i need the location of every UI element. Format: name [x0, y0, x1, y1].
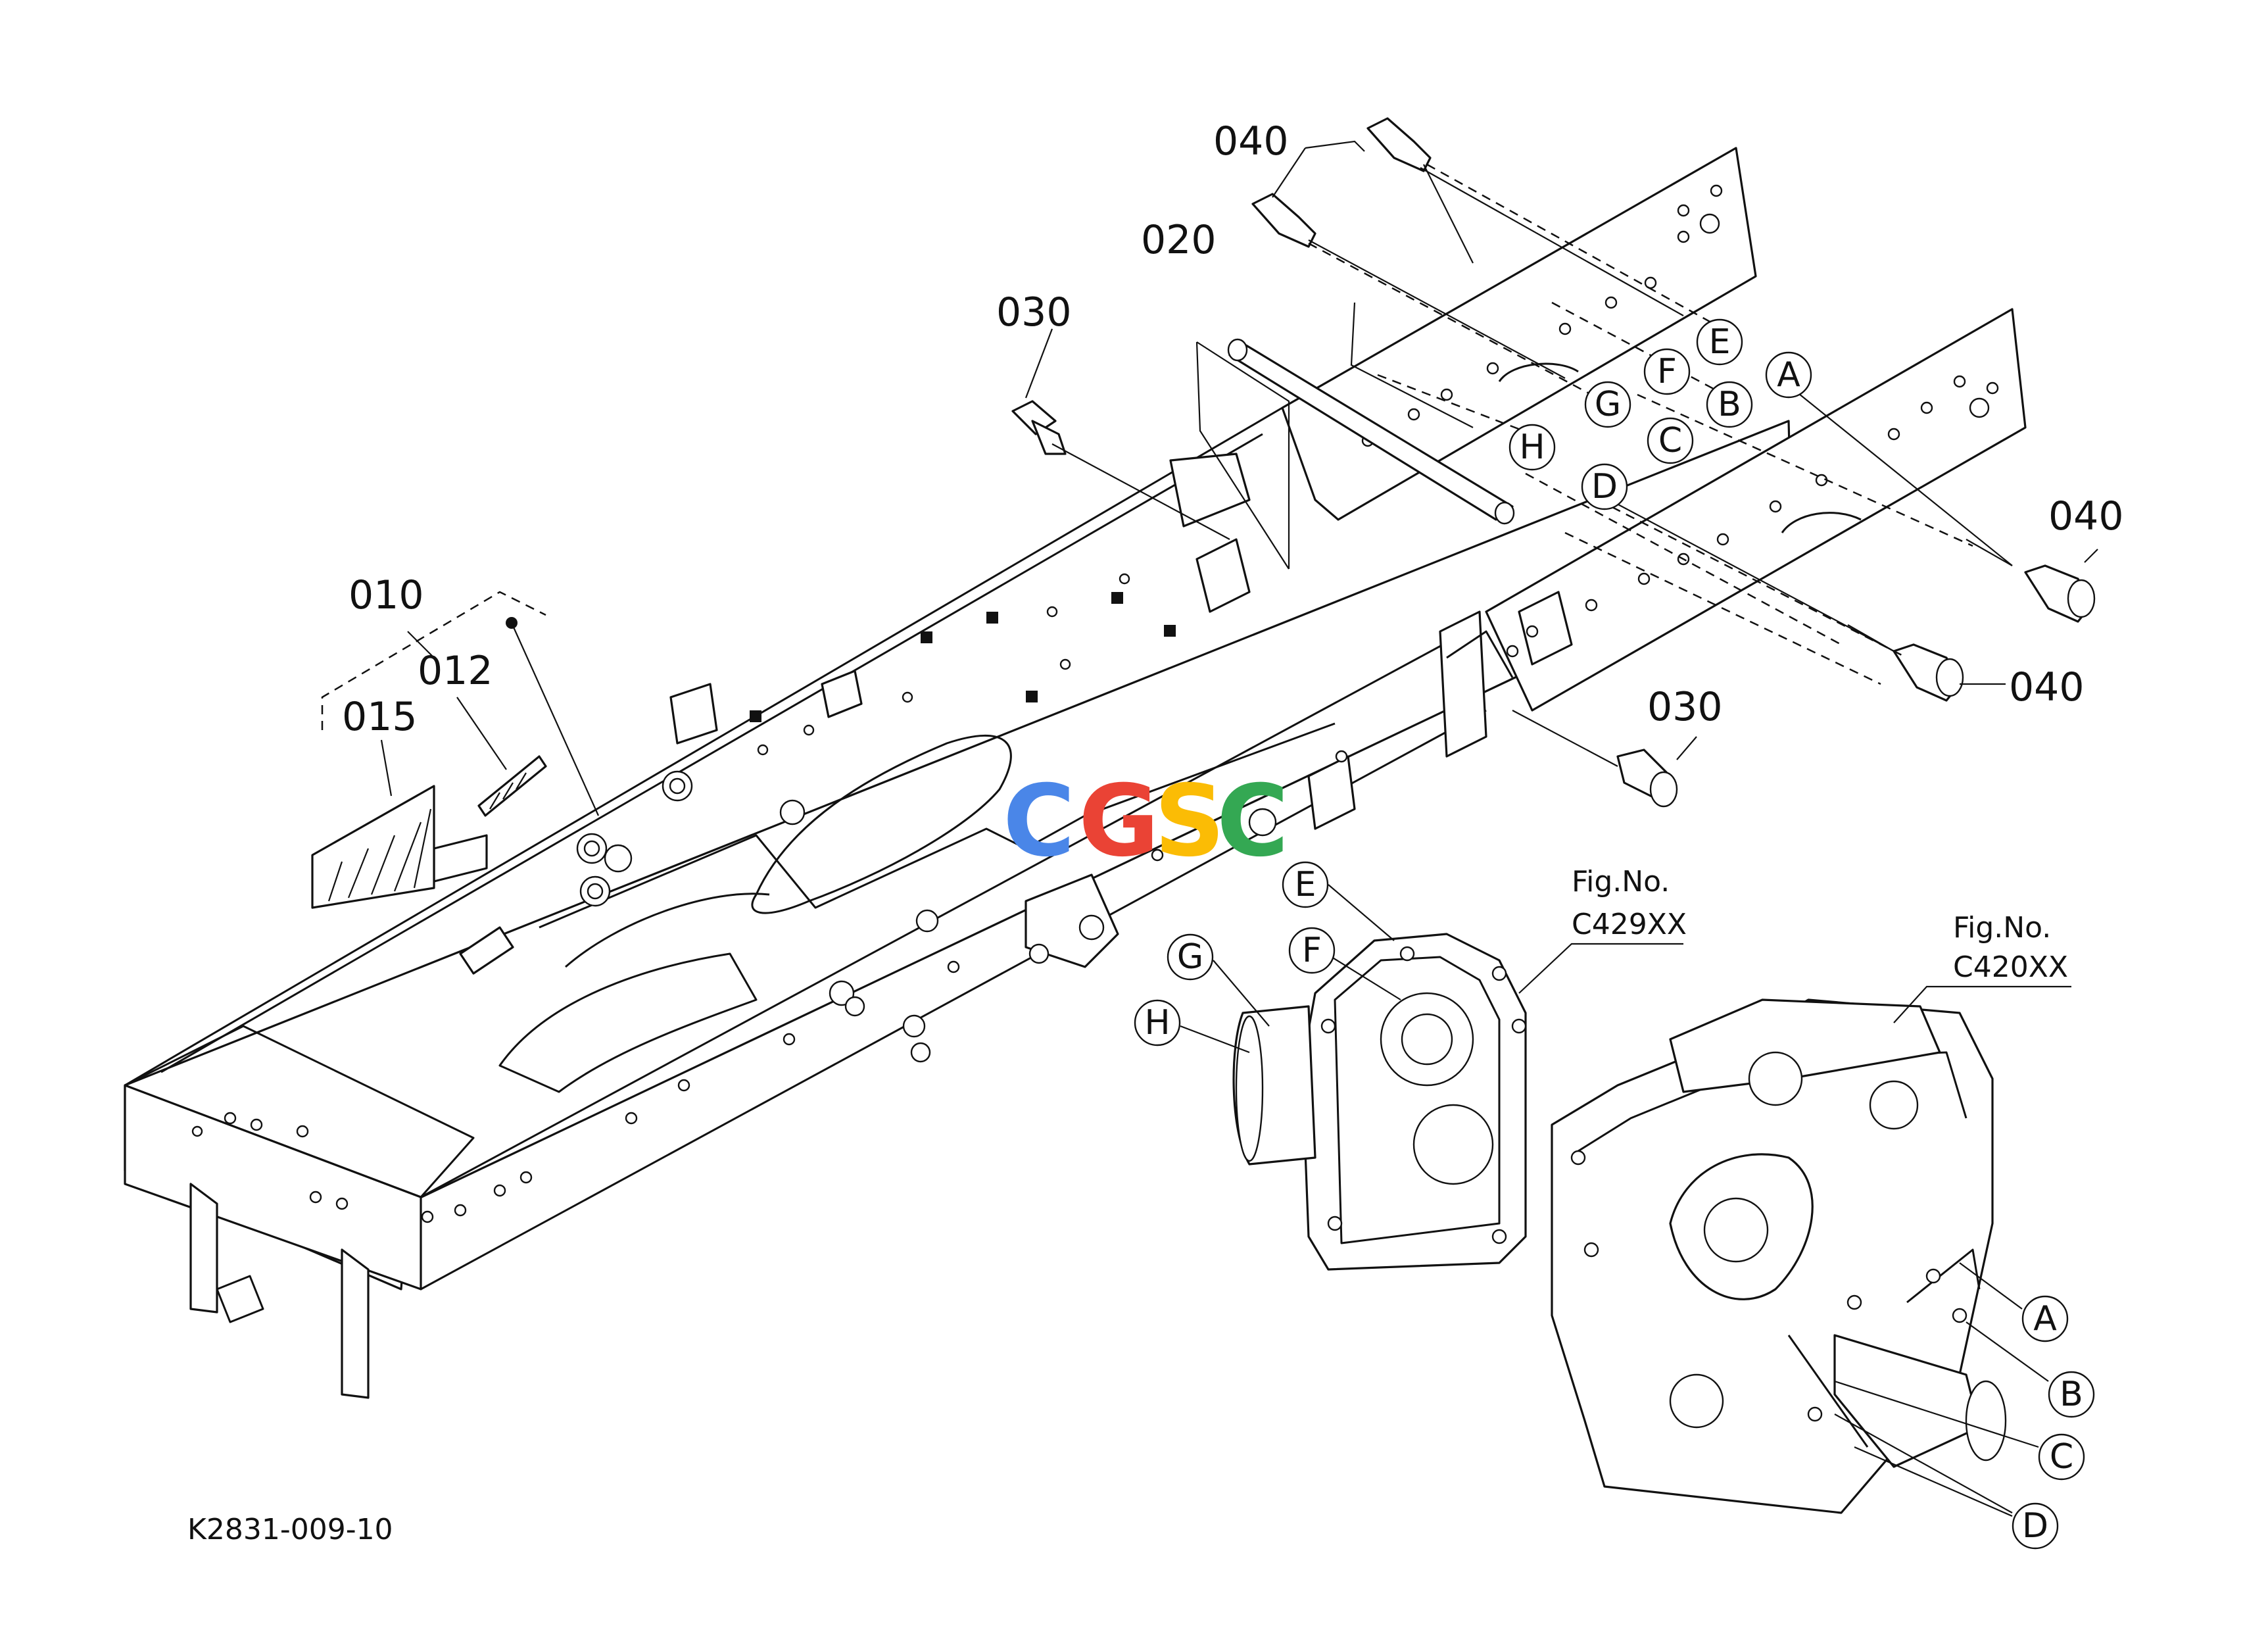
svg-text:F: F: [1302, 931, 1322, 970]
label-010: 010: [349, 572, 424, 618]
rail-holes: [191, 184, 1999, 1223]
svg-text:D: D: [2022, 1506, 2048, 1546]
watermark-letter-1: C: [1003, 764, 1075, 879]
callout-frame-b: B: [1706, 381, 1753, 428]
figref-c429-line2: C429XX: [1572, 908, 1687, 941]
shaft-020: [1195, 338, 1515, 570]
svg-text:F: F: [1657, 352, 1677, 391]
callout-c420-c: C: [2038, 1433, 2085, 1481]
housing-c429xx: [1180, 884, 1683, 1271]
callout-c420-a: A: [2021, 1295, 2069, 1342]
callout-c420-b: B: [2048, 1371, 2095, 1418]
label-040-right-lower: 040: [2009, 664, 2085, 710]
label-040-right-upper: 040: [2048, 493, 2124, 539]
callout-frame-h: H: [1508, 424, 1556, 471]
frame-callouts: E F G H A B C D: [1508, 318, 1812, 510]
fig-references: Fig.No. C429XX Fig.No. C420XX: [1572, 865, 2068, 984]
svg-text:D: D: [1591, 467, 1618, 506]
label-040-top: 040: [1213, 118, 1289, 164]
callout-frame-g: G: [1584, 381, 1631, 428]
callout-frame-e: E: [1696, 318, 1743, 366]
svg-text:G: G: [1177, 937, 1203, 977]
bolt-040-right-lower: [1847, 624, 2006, 702]
c429-callouts: E F G H: [1134, 861, 1336, 1046]
figref-c429-line1: Fig.No.: [1572, 865, 1670, 898]
svg-text:C: C: [2050, 1437, 2073, 1477]
callout-frame-f: F: [1643, 348, 1691, 395]
svg-text:A: A: [1777, 355, 1800, 395]
svg-text:B: B: [2060, 1375, 2083, 1414]
svg-text:G: G: [1595, 385, 1621, 424]
label-030-top: 030: [996, 289, 1072, 335]
bolt-030-right: [1512, 710, 1697, 808]
watermark-letter-3: S: [1154, 764, 1225, 879]
svg-text:C: C: [1658, 421, 1682, 460]
watermark-letter-2: G: [1078, 764, 1159, 879]
callout-c420-d: D: [2012, 1502, 2059, 1550]
drawing-number: K2831-009-10: [187, 1513, 393, 1546]
callout-c429-h: H: [1134, 999, 1181, 1046]
label-030-right: 030: [1647, 684, 1723, 730]
bolt-040-top-2: [1251, 193, 1566, 379]
callout-c429-g: G: [1167, 933, 1214, 981]
callout-frame-c: C: [1647, 417, 1694, 464]
svg-text:E: E: [1295, 865, 1316, 904]
decal-group-010: [311, 591, 600, 909]
callout-frame-d: D: [1581, 463, 1628, 510]
main-frame: [124, 147, 2027, 1399]
bolt-040-right-upper: [1966, 539, 2098, 623]
bolts: [1011, 117, 2098, 808]
svg-text:A: A: [2033, 1299, 2057, 1339]
svg-text:H: H: [1519, 428, 1545, 467]
label-020: 020: [1141, 217, 1217, 263]
bolt-030-top: [1011, 328, 1230, 540]
callout-c429-e: E: [1282, 861, 1329, 908]
label-015: 015: [342, 694, 418, 740]
svg-text:E: E: [1709, 322, 1731, 362]
bolt-040-top-1: [1366, 117, 1684, 316]
callout-c429-f: F: [1288, 927, 1336, 974]
watermark: C G S C: [1003, 764, 1289, 879]
bushings: [576, 770, 1277, 1063]
c420-callouts: A B C D: [2012, 1295, 2095, 1550]
watermark-letter-4: C: [1217, 764, 1289, 879]
figref-c420-line2: C420XX: [1953, 950, 2068, 984]
housing-c420xx: [1551, 985, 2071, 1517]
figref-c420-line1: Fig.No.: [1953, 911, 2051, 945]
svg-text:H: H: [1144, 1003, 1170, 1043]
svg-text:B: B: [1718, 385, 1741, 424]
label-012: 012: [418, 648, 493, 694]
part-labels: 010 012 015 020 030 030 040 040 040: [342, 118, 2124, 740]
callout-frame-a: A: [1765, 351, 1812, 399]
